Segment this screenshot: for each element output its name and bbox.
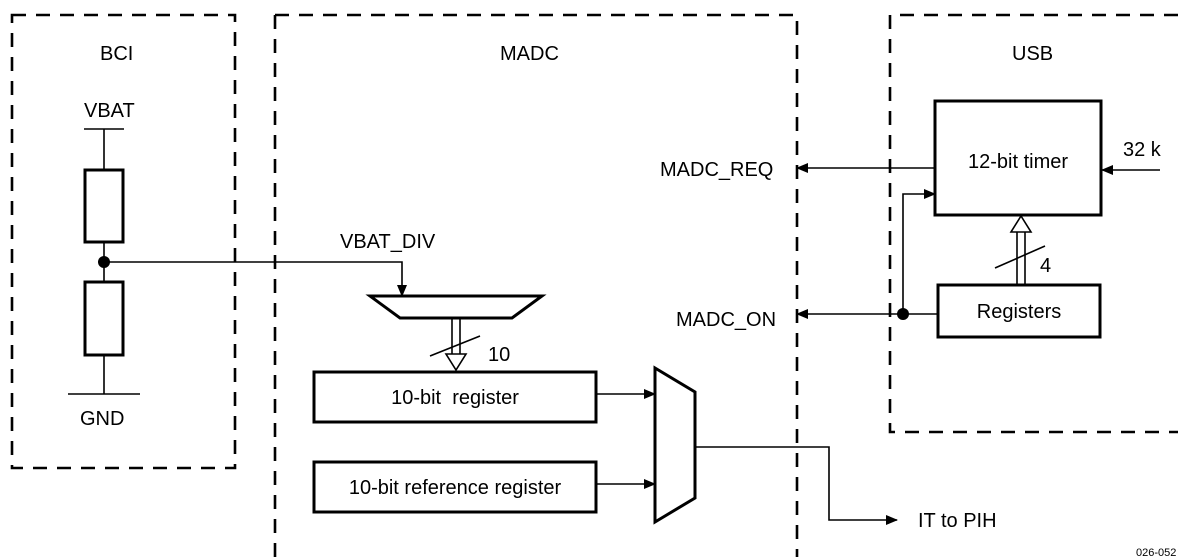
bci-title: BCI	[100, 43, 133, 65]
figure-id: 026-052	[1136, 547, 1176, 557]
register-10bit-label: 10-bit register	[391, 387, 519, 409]
reference-register	[312, 460, 598, 514]
it-to-pih-label: IT to PIH	[918, 510, 997, 532]
resistor-divider	[68, 128, 140, 395]
madc-on-node	[897, 308, 909, 320]
mux-output-wire	[695, 446, 898, 525]
resistor-top	[83, 168, 125, 244]
reference-register-label: 10-bit reference register	[349, 477, 562, 499]
bci-block	[10, 13, 237, 470]
usb-title: USB	[1012, 43, 1053, 65]
usb-block	[888, 13, 1178, 434]
gnd-label: GND	[80, 408, 124, 430]
madc-on-label: MADC_ON	[676, 309, 776, 331]
registers-block	[936, 283, 1102, 339]
madc-req-label: MADC_REQ	[660, 159, 773, 181]
vbat-label: VBAT	[84, 100, 135, 122]
vbat-div-label: VBAT_DIV	[340, 231, 436, 253]
resistor-bottom	[83, 280, 125, 357]
madc-on-feedback-wire	[902, 189, 936, 314]
registers-to-timer-bus	[994, 214, 1046, 285]
registers-label: Registers	[977, 301, 1061, 323]
adc-output-bus	[429, 318, 481, 372]
clock-label: 32 k	[1123, 139, 1162, 161]
bus-width-10: 10	[488, 344, 510, 366]
vbat-div-wire	[104, 261, 407, 297]
multiplexer	[653, 365, 697, 525]
madc-block	[273, 13, 799, 557]
register-10bit	[312, 370, 598, 424]
timer-12bit-label: 12-bit timer	[968, 151, 1068, 173]
timer-12bit	[933, 99, 1103, 217]
adc-trapezoid	[365, 294, 547, 320]
bus-width-4: 4	[1040, 255, 1051, 277]
madc-title: MADC	[500, 43, 559, 65]
